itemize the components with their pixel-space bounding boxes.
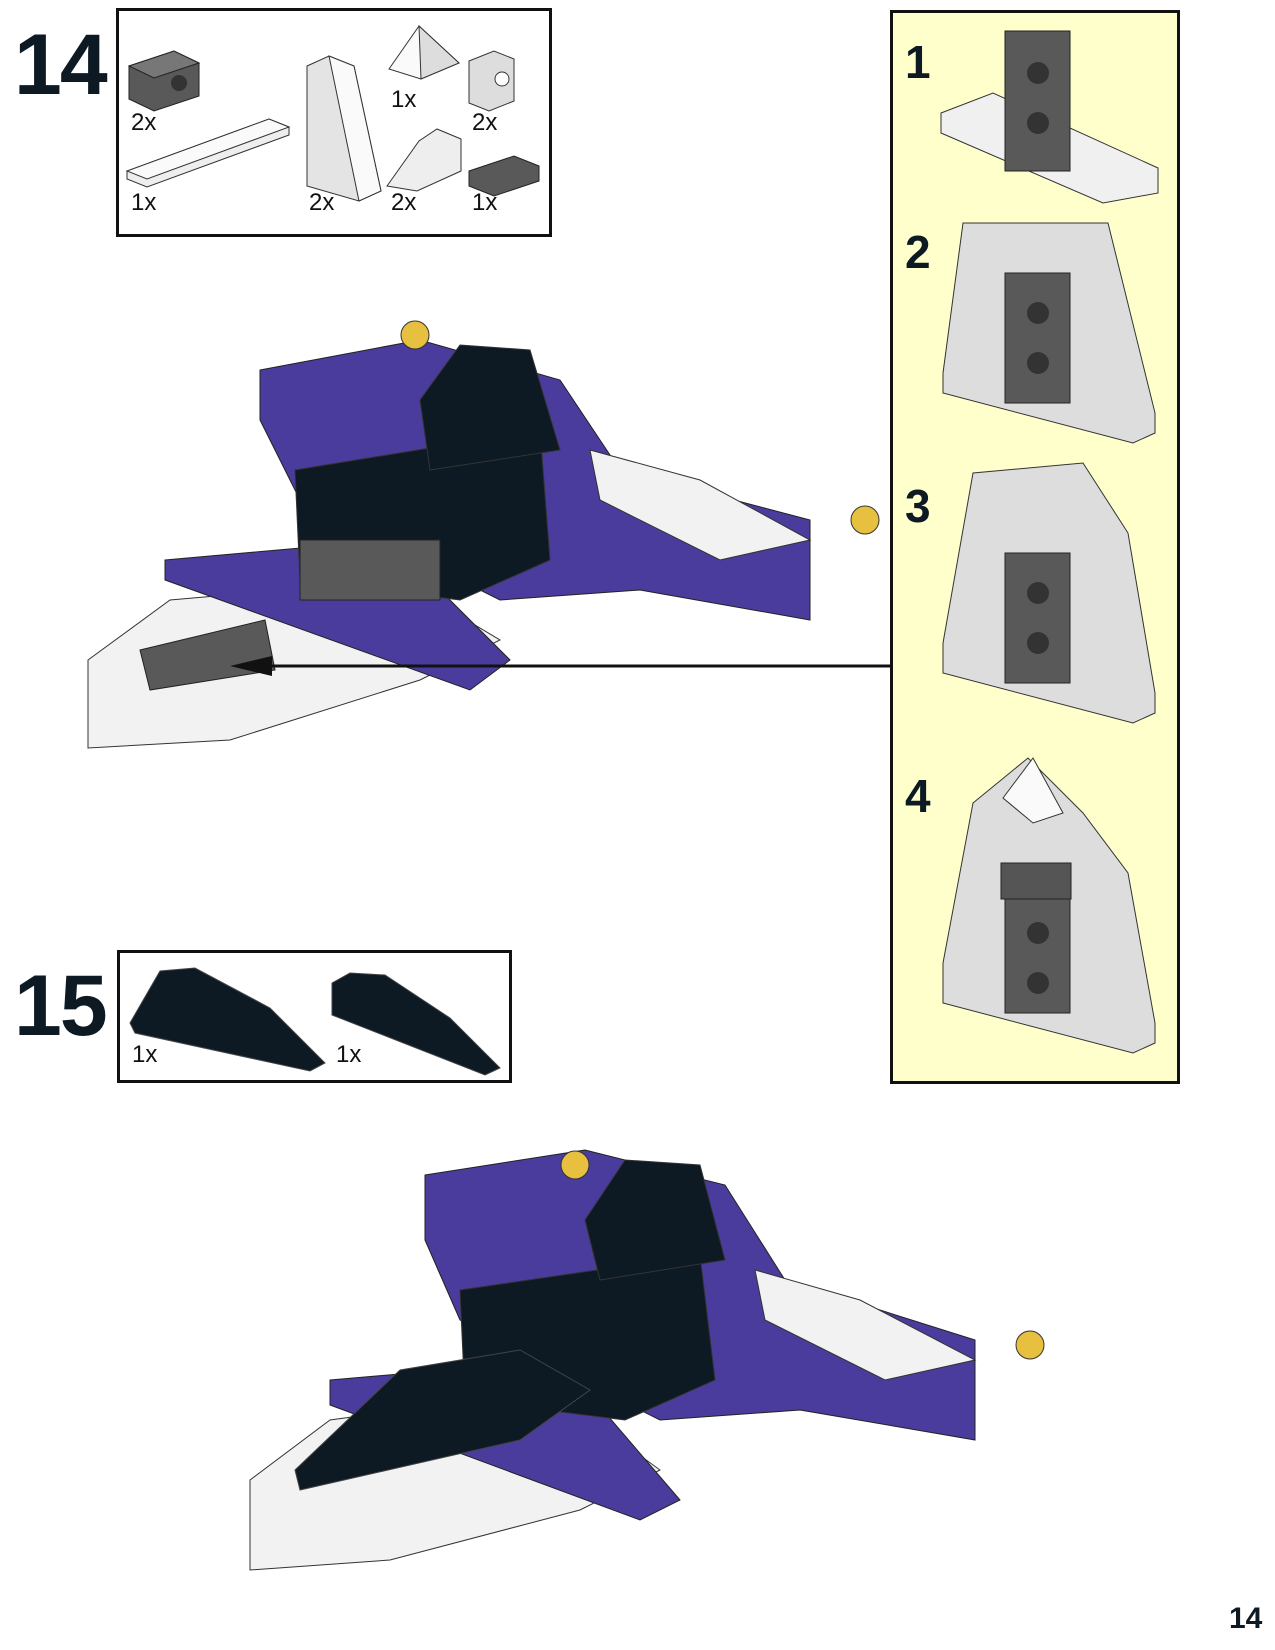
white-pyramid-icon bbox=[388, 24, 460, 80]
part-qty: 2x bbox=[472, 109, 498, 136]
white-tall-slope-icon bbox=[306, 55, 382, 202]
substep-2-image bbox=[942, 222, 1156, 444]
step-number: 15 bbox=[14, 958, 108, 1054]
part-qty: 1x bbox=[131, 189, 157, 216]
substep-3-image bbox=[942, 462, 1156, 724]
dark-technic-brick-icon bbox=[127, 50, 201, 112]
black-curved-wedge-icon bbox=[129, 967, 326, 1072]
substep-4-image bbox=[942, 757, 1156, 1054]
white-plate-icon bbox=[125, 118, 291, 188]
white-technic-brick-icon bbox=[468, 50, 515, 112]
step-number: 14 bbox=[14, 17, 108, 113]
parts-illustrations bbox=[125, 24, 540, 202]
black-curved-wedge-icon bbox=[331, 972, 501, 1076]
subassembly-illustrations bbox=[940, 30, 1159, 1054]
dark-plate-icon bbox=[468, 155, 540, 197]
arrow-head-icon bbox=[230, 656, 272, 676]
spaceship-model-step-14 bbox=[87, 320, 880, 749]
part-qty: 1x bbox=[391, 86, 417, 113]
part-qty: 1x bbox=[472, 189, 498, 216]
substep-number: 4 bbox=[905, 770, 931, 822]
substep-1-image bbox=[940, 30, 1159, 204]
part-qty: 1x bbox=[336, 1041, 362, 1068]
part-qty: 2x bbox=[391, 189, 417, 216]
parts-list-step-15: 1x 1x bbox=[117, 950, 512, 1083]
substep-number: 1 bbox=[905, 36, 931, 88]
spaceship-model-step-15 bbox=[249, 1149, 1045, 1571]
substep-number: 2 bbox=[905, 226, 931, 278]
part-qty: 2x bbox=[309, 189, 335, 216]
parts-list-step-14: 2x 1x 2x 1x 2x 2x 1x bbox=[116, 8, 552, 237]
parts-illustrations bbox=[129, 967, 501, 1076]
subassembly-callout: 1 2 3 4 bbox=[890, 10, 1180, 1084]
page-number: 14 bbox=[1229, 1602, 1263, 1635]
white-slope-icon bbox=[386, 128, 462, 192]
substep-number: 3 bbox=[905, 480, 931, 532]
part-qty: 1x bbox=[132, 1041, 158, 1068]
part-qty: 2x bbox=[131, 109, 157, 136]
